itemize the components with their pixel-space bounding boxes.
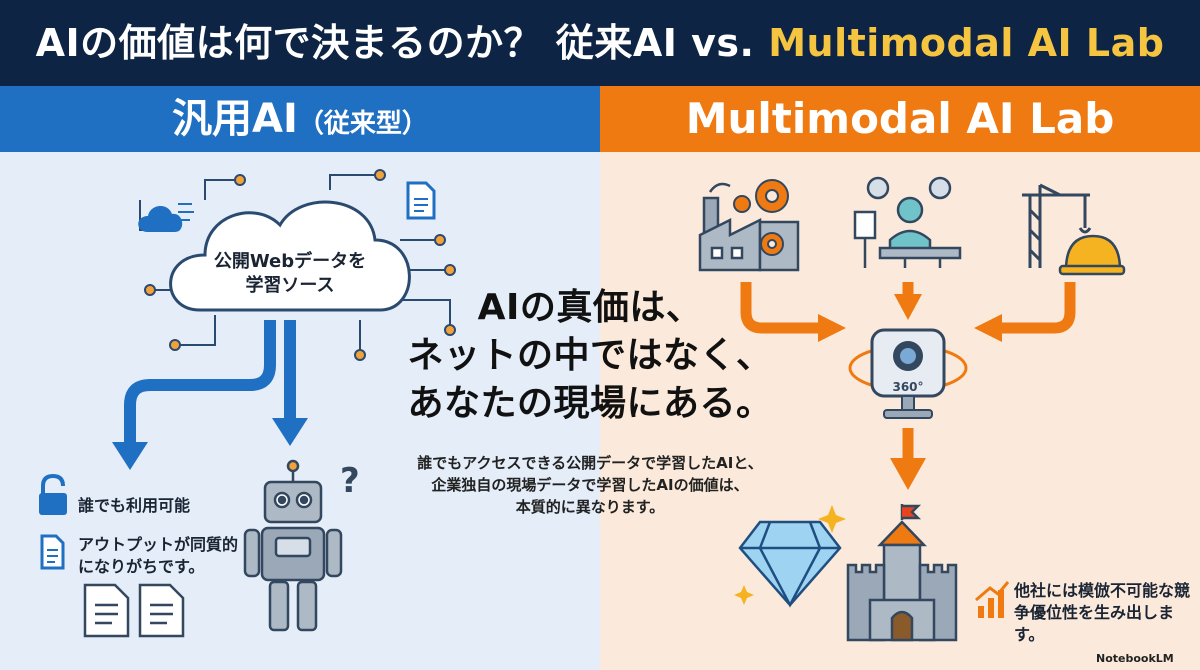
factory-icon: [698, 182, 800, 272]
arrow-head-down-out: [890, 458, 926, 490]
arrow-head-left: [112, 442, 148, 470]
growth-chart-icon: [975, 581, 1010, 618]
left-heading-sub: （従来型）: [297, 109, 428, 139]
right-header-band: [600, 86, 1200, 152]
center-description: 誰でもアクセスできる公開データで学習したAIと、 企業独自の現場データで学習した…: [395, 452, 785, 518]
robot-icon: [243, 459, 343, 632]
center-desc-line2: 企業独自の現場データで学習したAIの価値は、: [431, 476, 749, 494]
crane-icon: [1022, 183, 1092, 268]
document-small-icon: [40, 534, 65, 570]
title-bar: [0, 0, 1200, 86]
left-heading-main: 汎用AI: [172, 96, 298, 142]
feature-homogeneous-output: アウトプットが同質的になりがちです。: [78, 535, 239, 576]
hardhat-icon: [1058, 234, 1126, 276]
document-icon: [406, 181, 436, 220]
network-nodes: [144, 169, 456, 361]
camera-icon: [848, 328, 968, 419]
arrow-head-down-in: [894, 294, 922, 320]
data-flow-arrows: [124, 320, 296, 445]
center-desc-line1: 誰でもアクセスできる公開データで学習したAIと、: [417, 454, 763, 472]
left-heading: 汎用AI（従来型）: [0, 86, 600, 152]
center-message-line1: AIの真価は、: [477, 287, 703, 328]
center-message-line2: ネットの中ではなく、: [407, 335, 773, 376]
upload-cloud-icon: [138, 203, 194, 232]
competitive-advantage-text: 他社には模倣不可能な競争優位性を生み出します。: [1014, 581, 1191, 644]
center-desc-line3: 本質的に異なります。: [515, 498, 665, 516]
cloud-label: 公開Webデータを 学習ソース: [195, 250, 385, 298]
brand-watermark: NotebookLM: [1096, 652, 1174, 665]
center-message-line3: あなたの現場にある。: [407, 383, 773, 424]
arrow-head-left-in: [974, 314, 1002, 342]
right-heading: Multimodal AI Lab: [685, 94, 1115, 143]
question-mark-icon: ?: [340, 461, 360, 501]
documents-icon: [83, 583, 185, 638]
castle-icon: [846, 504, 958, 642]
title-main: AIの価値は何で決まるのか？ 従来AI vs.: [35, 21, 769, 65]
surgery-icon: [853, 176, 962, 268]
page-title: AIの価値は何で決まるのか？ 従来AI vs. Multimodal AI La…: [0, 0, 1200, 86]
feature-open-access: 誰でも利用可能: [78, 496, 191, 515]
title-highlight: Multimodal AI Lab: [768, 21, 1165, 65]
center-message: AIの真価は、 ネットの中ではなく、 あなたの現場にある。: [380, 284, 800, 428]
cloud-icon: [169, 200, 411, 312]
arrow-head-right-in: [818, 314, 846, 342]
left-header-band: [0, 86, 600, 152]
sparkle-icon: [734, 505, 846, 605]
camera-360-badge: 360°: [892, 380, 923, 394]
cloud-label-line1: 公開Webデータを: [213, 251, 367, 272]
lock-icon: [39, 473, 67, 515]
cloud-label-line2: 学習ソース: [245, 275, 335, 296]
arrow-head-center: [272, 418, 308, 446]
field-data-arrows: [740, 282, 1076, 460]
diamond-icon: [738, 520, 842, 608]
gear-icon: [733, 179, 789, 256]
